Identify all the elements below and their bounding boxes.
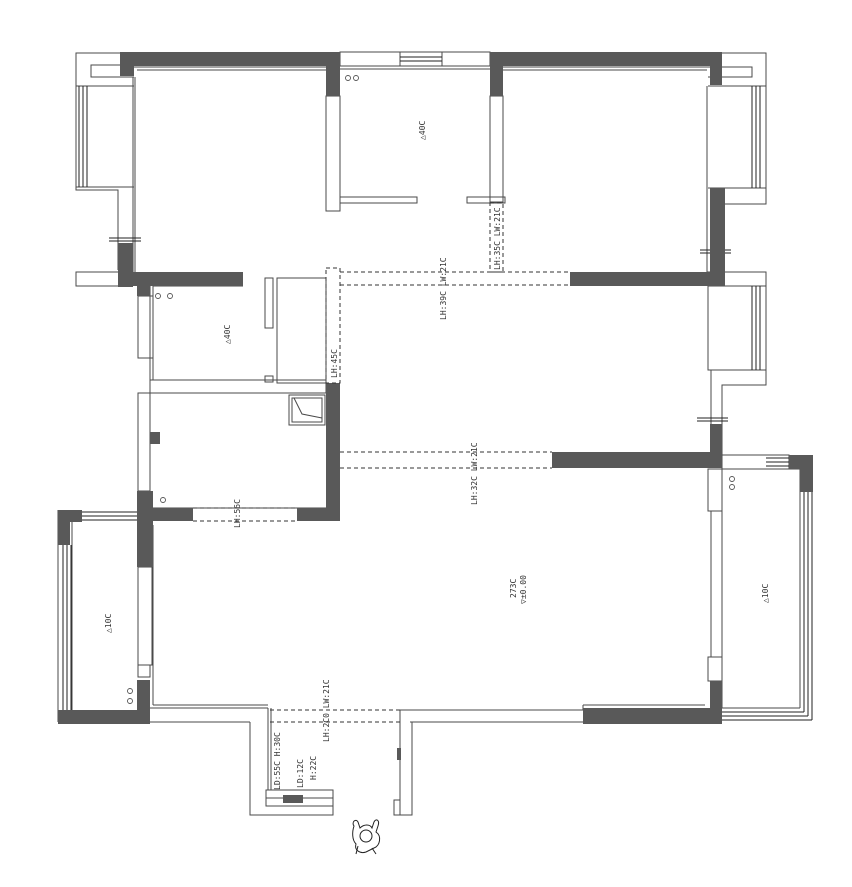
outlet-symbols [127,75,735,704]
person-figure-icon [352,819,381,855]
opening-markers [193,202,570,723]
label-bath-top: △40C [418,121,427,140]
label-living: 273C [509,579,518,598]
label-door-hall-top: LH:39C LW:21C [439,257,448,320]
label-balcony-right: △10C [761,584,770,603]
label-entry-c: H:22C [309,756,318,780]
opening-labels: LH:35C LW:21C LH:39C LW:21C LH:45C LH:32… [233,207,502,790]
outline-lines [57,51,813,816]
structural-walls [58,52,813,724]
label-entry-b: LD:12C [296,759,305,788]
label-balcony-left: △10C [104,614,113,633]
room-labels: △40C △40C 273C ▽±0.00 △10C △10C [104,121,770,633]
label-door-entrance: LH:2C0 LW:21C [322,679,331,742]
label-bath-middle: △40C [223,325,232,344]
label-door-kitchen-bottom: LH:56C [233,499,242,528]
label-door-bath-middle: LH:45C [330,349,339,378]
label-living-sub: ▽±0.00 [519,575,528,604]
label-door-top-right: LH:35C LW:21C [493,207,502,270]
label-door-kitchen-living: LH:32C LW:21C [470,442,479,505]
label-entry-a: LD:55C H:30C [273,732,282,790]
